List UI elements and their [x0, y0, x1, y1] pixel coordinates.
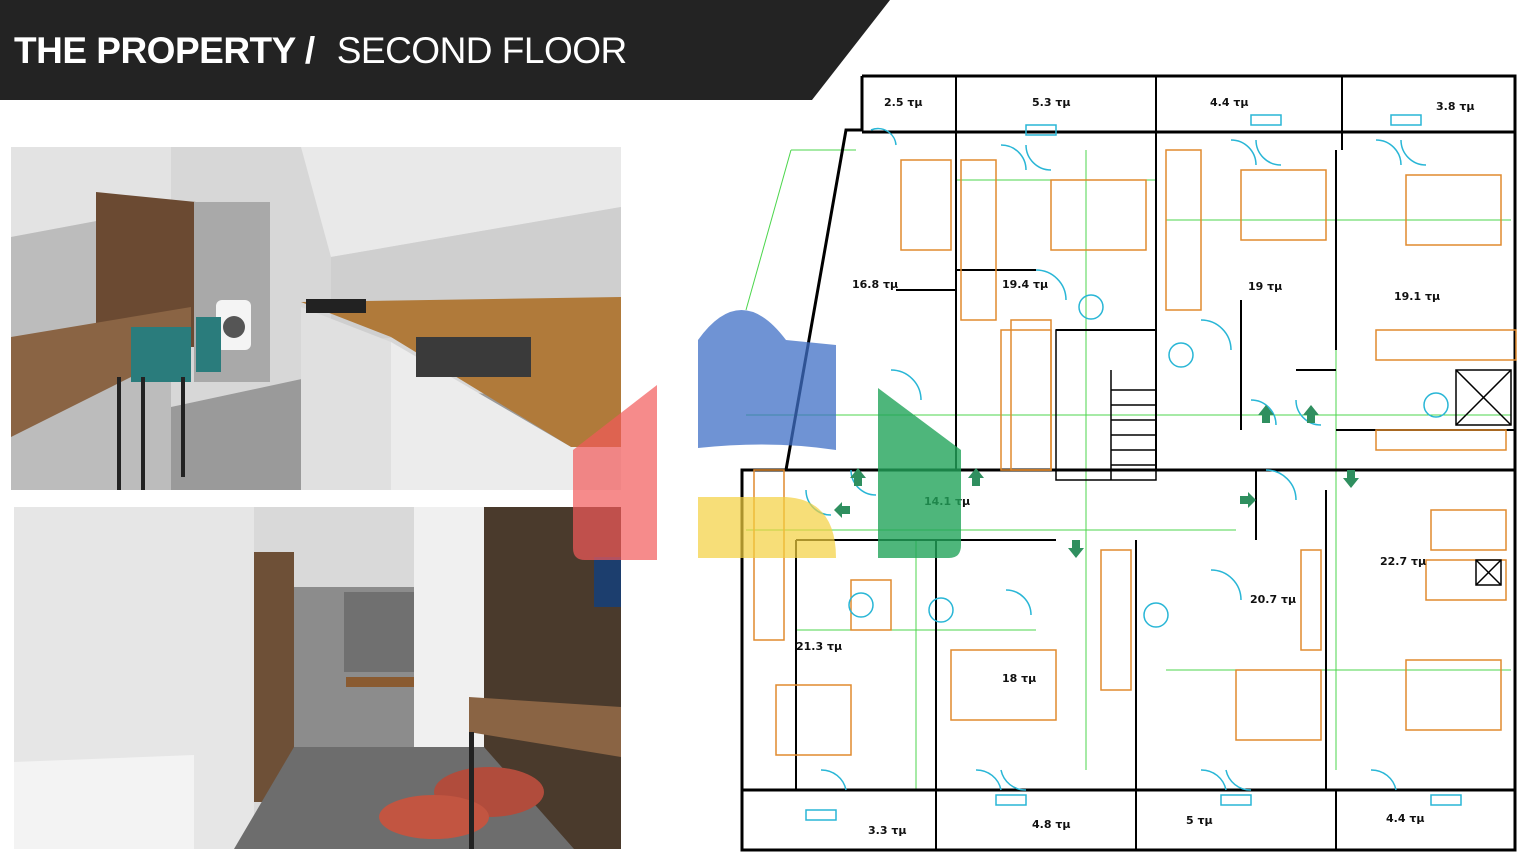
area-apt-6: 20.7 τμ [1250, 593, 1296, 606]
area-apt-1: 16.8 τμ [852, 278, 898, 291]
area-balcony-tl: 2.5 τμ [884, 96, 922, 109]
area-balcony-b2: 4.8 τμ [1032, 818, 1070, 831]
area-apt-7: 21.3 τμ [796, 640, 842, 653]
area-apt-8: 18 τμ [1002, 672, 1036, 685]
bedroom-render-image [14, 507, 621, 849]
header-banner [0, 0, 890, 100]
area-apt-3: 19 τμ [1248, 280, 1282, 293]
area-balcony-t3: 4.4 τμ [1210, 96, 1248, 109]
kitchen-render-image [11, 147, 621, 490]
area-balcony-b1: 3.3 τμ [868, 824, 906, 837]
area-balcony-tr: 3.8 τμ [1436, 100, 1474, 113]
area-apt-2: 19.4 τμ [1002, 278, 1048, 291]
area-balcony-t2: 5.3 τμ [1032, 96, 1070, 109]
title-bold: THE PROPERTY / [14, 30, 315, 71]
area-balcony-b4: 4.4 τμ [1386, 812, 1424, 825]
area-apt-5: 22.7 τμ [1380, 555, 1426, 568]
page-title: THE PROPERTY / SECOND FLOOR [14, 30, 627, 72]
area-balcony-b3: 5 τμ [1186, 814, 1213, 827]
area-corridor: 14.1 τμ [924, 495, 970, 508]
title-light: SECOND FLOOR [336, 30, 628, 71]
floor-plan: 2.5 τμ 5.3 τμ 4.4 τμ 3.8 τμ 16.8 τμ 19.4… [736, 70, 1521, 854]
area-apt-4: 19.1 τμ [1394, 290, 1440, 303]
